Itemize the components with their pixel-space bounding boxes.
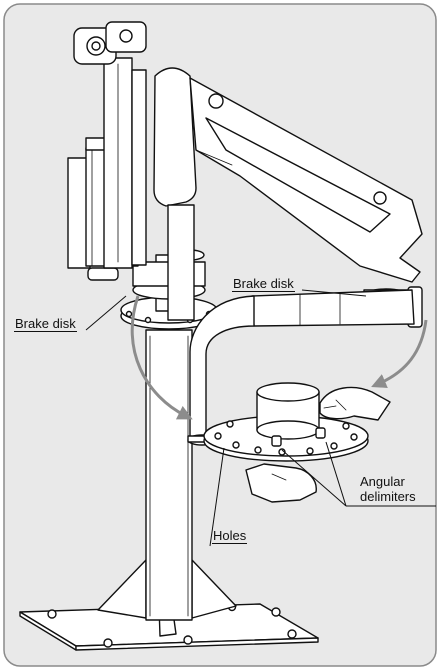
- articulated-boom: [189, 77, 423, 283]
- rotation-arrow-right: [371, 319, 428, 388]
- hand-bottom-left: [245, 463, 317, 503]
- label-brake-disk-left-text: Brake disk: [14, 316, 77, 332]
- leader-holes: [209, 447, 225, 547]
- forearm: [251, 289, 415, 327]
- label-angular-delimiters-line1: Angular: [360, 474, 405, 489]
- leader-brake-disk-right: [301, 289, 367, 297]
- main-arm-upright: [153, 67, 197, 321]
- label-brake-disk-right-text: Brake disk: [232, 276, 295, 292]
- label-brake-disk-right: Brake disk: [232, 276, 295, 292]
- vertical-mast: [73, 21, 147, 269]
- tool-plate: [203, 382, 369, 462]
- leader-angular-delimiters-2: [281, 449, 347, 507]
- rotation-arrow-left: [130, 295, 193, 420]
- label-angular-delimiters-line2: delimiters: [360, 489, 416, 504]
- label-angular-delimiters: Angular delimiters: [360, 474, 416, 504]
- rotation-arrows: [130, 295, 428, 420]
- label-holes-text: Holes: [212, 528, 248, 544]
- support-column: [145, 329, 193, 621]
- hand-top-right: [319, 386, 391, 421]
- leader-angular-delimiters-1: [325, 441, 347, 507]
- label-brake-disk-left: Brake disk: [14, 316, 77, 332]
- leader-brake-disk-left: [85, 295, 127, 331]
- label-holes: Holes: [212, 528, 248, 544]
- leader-lines: [85, 289, 436, 547]
